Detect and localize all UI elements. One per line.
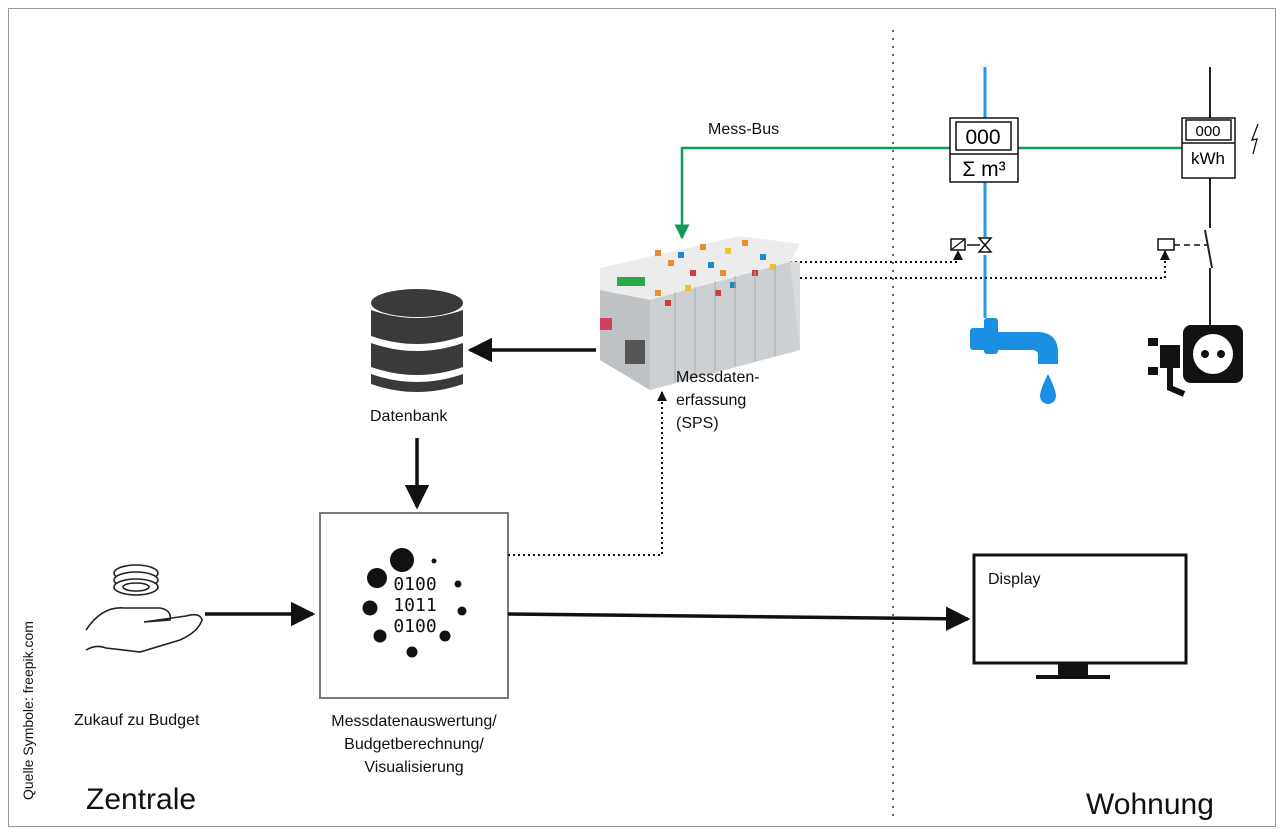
lightning-icon — [1250, 123, 1259, 155]
wohnung-label: Wohnung — [1086, 788, 1214, 821]
sps-label-1: Messdaten- — [676, 369, 760, 386]
arrow-processing-to-display — [507, 606, 971, 632]
binary-row-3: 0100 — [393, 616, 436, 637]
power-meter: 000 kWh — [1181, 117, 1236, 179]
display-label: Display — [988, 571, 1041, 588]
water-meter-unit: Σ m³ — [962, 158, 1005, 181]
display-monitor-icon — [972, 553, 1188, 679]
control-line-switch — [770, 250, 1170, 279]
diagram-frame — [8, 8, 1276, 827]
water-faucet-icon — [970, 318, 1058, 404]
auswertung-label-3: Visualisierung — [364, 759, 464, 776]
auswertung-label-2: Budgetberechnung/ — [344, 736, 484, 753]
relay-actuator — [1157, 238, 1207, 251]
water-meter: 000 Σ m³ — [949, 117, 1019, 183]
database-icon — [371, 289, 463, 392]
sps-label-2: erfassung — [676, 392, 747, 409]
control-line-valve — [765, 250, 963, 263]
switch-icon — [1204, 229, 1213, 269]
zentrale-label: Zentrale — [86, 783, 197, 816]
power-meter-unit: kWh — [1191, 149, 1225, 168]
binary-row-1: 0100 — [393, 574, 436, 595]
control-line-processing-to-sps — [508, 391, 667, 556]
hand-with-coins-icon — [85, 564, 203, 653]
zukauf-label: Zukauf zu Budget — [74, 712, 200, 729]
sps-label-3: (SPS) — [676, 415, 719, 432]
water-meter-counter: 000 — [965, 126, 1000, 149]
source-label: Quelle Symbole: freepik.com — [20, 621, 36, 800]
mess-bus-line-2 — [674, 146, 950, 240]
valve-icon — [950, 237, 993, 253]
data-processing-icon: 0100 1011 0100 — [362, 548, 467, 658]
binary-row-2: 1011 — [393, 595, 436, 616]
datenbank-label: Datenbank — [370, 408, 448, 425]
auswertung-label-1: Messdatenauswertung/ — [331, 713, 497, 730]
mess-bus-label: Mess-Bus — [708, 121, 780, 138]
plc-controller-icon — [600, 236, 800, 390]
processing-box — [319, 512, 509, 699]
power-meter-counter: 000 — [1195, 123, 1220, 140]
power-socket-plug-icon — [1148, 325, 1243, 397]
